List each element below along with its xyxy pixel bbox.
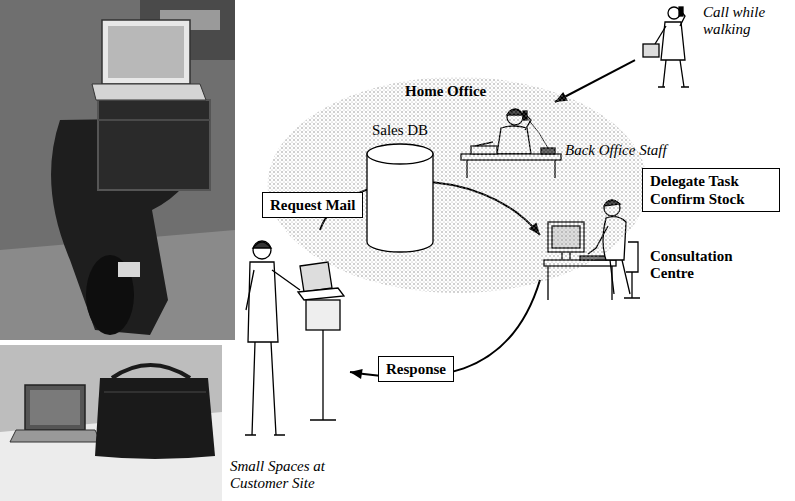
scooter-photo	[0, 0, 235, 340]
laptop-bag-photo-part	[0, 345, 222, 501]
figure-caption: Small Spaces at Customer Site	[230, 458, 346, 493]
customer-site-figure-part-part	[253, 242, 271, 248]
customer-site-figure-part-part	[310, 330, 336, 420]
scooter-photo-part	[98, 100, 210, 190]
scooter-photo-part	[108, 26, 184, 78]
figure-caption: Call while walking	[703, 4, 789, 39]
walking-caller: Call while walking	[635, 2, 792, 90]
region-outline-part	[268, 77, 648, 293]
customer-site-figure-part-part	[252, 342, 276, 435]
walking-caller-figure-part-part	[643, 44, 659, 57]
customer-site-figure-part-part	[298, 288, 344, 300]
region-heading: Home Office	[405, 83, 505, 100]
database-cylinder	[355, 142, 445, 257]
laptop-bag-photo-part	[30, 390, 80, 425]
region-outline	[265, 75, 650, 295]
home-office-region: Home OfficeSales DBBack Office StaffCons…	[265, 75, 650, 295]
walking-caller-figure-part-part	[655, 26, 666, 44]
laptop-bag-photo-part	[95, 378, 215, 459]
consultation-figure-part-part	[610, 260, 630, 294]
customer-site-user: Small Spaces at Customer Site	[228, 230, 350, 498]
walking-caller-figure	[635, 2, 701, 90]
laptop-bag-photo-part	[10, 430, 101, 442]
customer-site-figure-part-part	[246, 270, 300, 310]
arrow-head	[350, 369, 363, 379]
laptop-bag-photo-part	[104, 391, 206, 393]
walking-caller-figure-part	[643, 7, 689, 87]
scooter-photo-part	[98, 119, 210, 121]
edge-label-box: Response	[378, 356, 454, 382]
walking-caller-figure-part-part	[679, 7, 683, 16]
scooter-photo-part	[102, 20, 190, 84]
walking-caller-figure-part-part	[658, 86, 689, 87]
figure-caption: Back Office Staff	[565, 142, 687, 159]
connector-line	[555, 60, 635, 102]
laptop-bag-photo-part	[25, 385, 85, 430]
customer-site-figure-part-part	[245, 434, 285, 435]
laptop-bag-photo	[0, 345, 222, 501]
figure-caption: Consultation Centre	[650, 248, 750, 283]
photo-illustration	[0, 0, 235, 501]
walking-caller-figure-part-part	[663, 60, 684, 87]
edge-label-box: Request Mail	[262, 192, 363, 218]
database-cylinder-part	[367, 154, 433, 252]
consultation-figure-part-part	[624, 242, 640, 298]
scooter-photo-part	[0, 0, 235, 340]
database-cylinder-part	[367, 144, 433, 164]
scooter-photo-part	[92, 84, 206, 100]
customer-site-figure-part-part	[306, 300, 340, 330]
sales-database: Sales DB	[355, 120, 448, 260]
customer-site-figure-part-part	[300, 262, 332, 292]
scooter-photo-part	[118, 262, 140, 277]
edge-label-holder: Request Mail	[262, 192, 363, 218]
edge-label-holder: Delegate Task Confirm Stock	[642, 168, 780, 212]
laptop-bag-photo-part	[112, 365, 190, 378]
database-label: Sales DB	[355, 122, 445, 139]
edge-label-box: Delegate Task Confirm Stock	[642, 168, 780, 212]
customer-site-figure-part-part	[253, 241, 271, 259]
customer-site-figure-part	[245, 241, 344, 435]
edge-label-holder: Response	[378, 356, 454, 382]
walking-caller-figure-part-part	[668, 7, 680, 19]
customer-site-figure-part-part	[248, 262, 278, 342]
connector	[555, 60, 635, 102]
